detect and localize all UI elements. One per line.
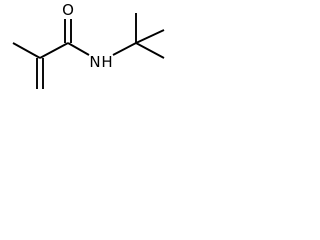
hydrogen-atom-label: H xyxy=(101,53,112,71)
bond-carbonyl-nitrogen xyxy=(67,42,90,56)
bond-tert-methyl-down-right xyxy=(135,42,165,59)
oxygen-atom-label: O xyxy=(62,1,74,19)
bond-methyl-alpha-carbon xyxy=(12,42,41,59)
bond-tert-methyl-right xyxy=(135,29,165,44)
nitrogen-atom-label: N xyxy=(89,53,100,71)
bond-alpha-carbon-carbonyl xyxy=(39,42,69,59)
bond-nitrogen-tert-carbon xyxy=(112,42,137,56)
chemical-structure-diagram: O N H xyxy=(12,1,165,89)
